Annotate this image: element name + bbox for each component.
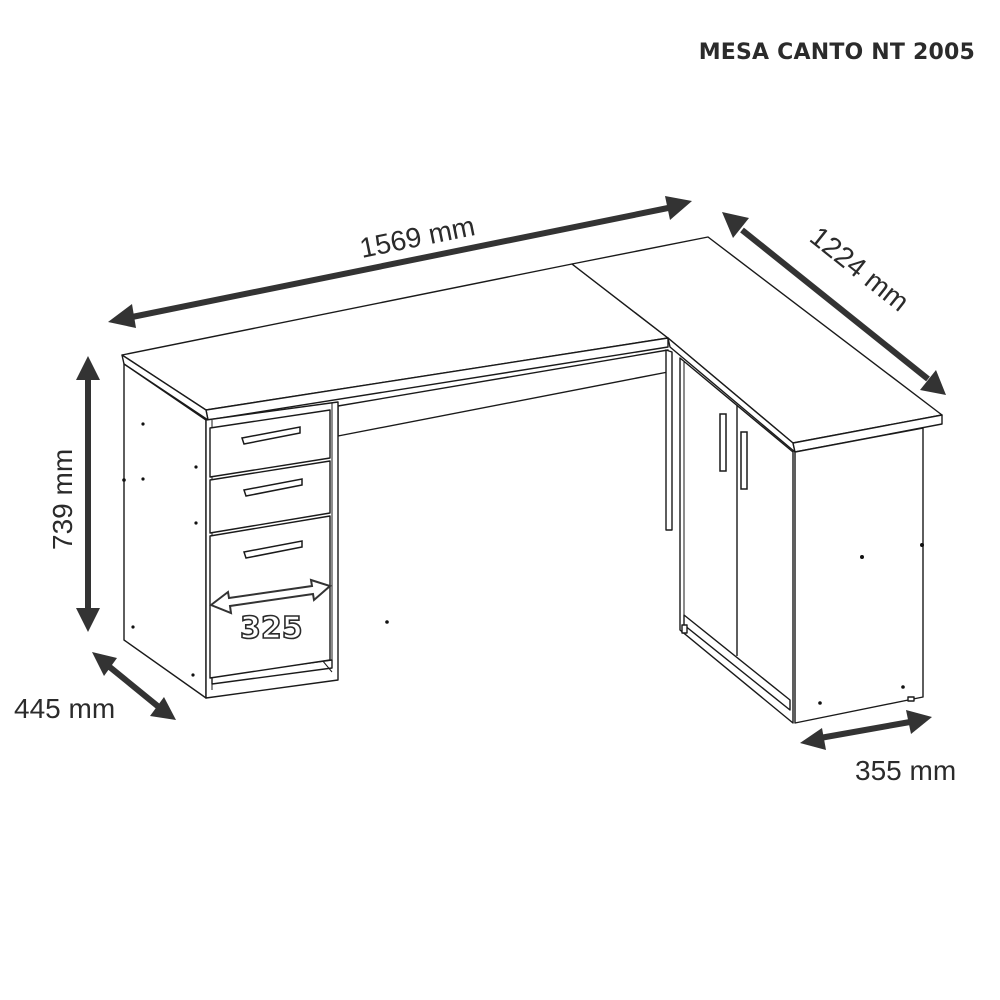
dimension-depth-main: 445 mm (14, 652, 176, 724)
dimension-label-drawer-width: 325 (240, 611, 303, 646)
arrowhead-icon (722, 212, 749, 238)
dimension-drawer-width: 325 (208, 578, 332, 647)
desk-illustration (121, 236, 943, 724)
arrowhead-icon (76, 356, 100, 380)
arrowhead-icon (800, 728, 826, 750)
dimension-depth-side: 355 mm (800, 710, 956, 786)
arrowhead-icon (92, 652, 117, 676)
drawer-2-handle (243, 478, 303, 497)
right-door-handle (740, 431, 748, 490)
left-door-handle (719, 413, 727, 472)
drawer-1-handle (241, 426, 301, 445)
arrowhead-icon (76, 608, 100, 632)
arrowhead-icon (665, 196, 692, 220)
cabinet-end-panel (794, 427, 924, 724)
drawer-3-handle (243, 540, 303, 559)
arrowhead-icon (920, 370, 946, 395)
dimension-label-height: 739 mm (47, 449, 78, 550)
dimension-label-depth-main: 445 mm (14, 693, 115, 724)
arrowhead-icon (906, 710, 932, 734)
dimension-label-width-main: 1569 mm (357, 210, 478, 264)
cabinet-plinth (683, 614, 791, 711)
double-arrow-outline-icon (208, 578, 332, 615)
dimension-label-depth-side: 355 mm (855, 755, 956, 786)
desk-support-leg (665, 349, 673, 531)
dimension-height: 739 mm (47, 356, 100, 632)
arrowhead-icon (150, 697, 176, 720)
side-desktop-end-edge (792, 414, 943, 453)
arrowhead-icon (108, 304, 136, 328)
pedestal-side-panel (123, 363, 207, 699)
product-title: MESA CANTO NT 2005 (698, 40, 975, 65)
dimension-label-width-side: 1224 mm (804, 220, 915, 317)
